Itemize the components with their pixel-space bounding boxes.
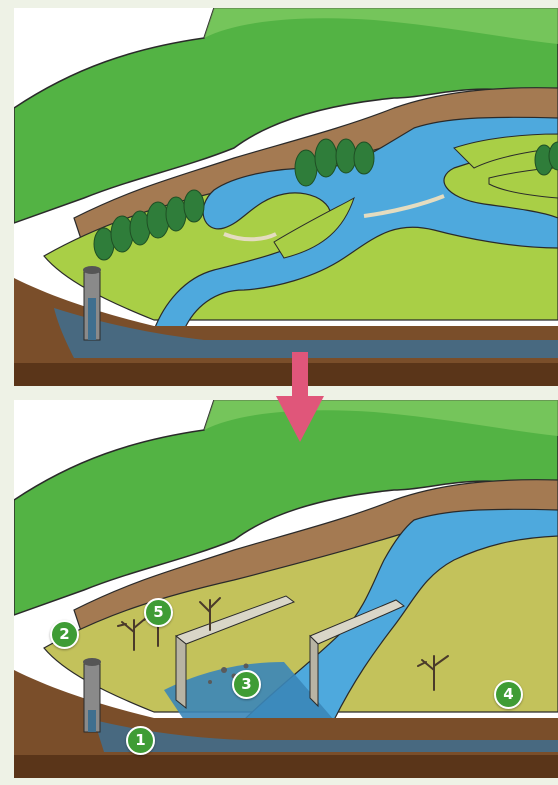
before-landscape bbox=[14, 8, 558, 386]
marker-3: 3 bbox=[232, 670, 261, 699]
soil-base bbox=[14, 755, 558, 778]
marker-5: 5 bbox=[144, 598, 173, 627]
arrow-down-icon bbox=[276, 352, 324, 444]
before-panel bbox=[14, 8, 558, 386]
marker-4: 4 bbox=[494, 680, 523, 709]
after-landscape bbox=[14, 400, 558, 778]
marker-1: 1 bbox=[126, 726, 155, 755]
well-icon bbox=[83, 266, 101, 340]
marker-2: 2 bbox=[50, 620, 79, 649]
after-panel: 1 2 3 4 5 bbox=[14, 400, 558, 778]
well-icon bbox=[83, 658, 101, 732]
